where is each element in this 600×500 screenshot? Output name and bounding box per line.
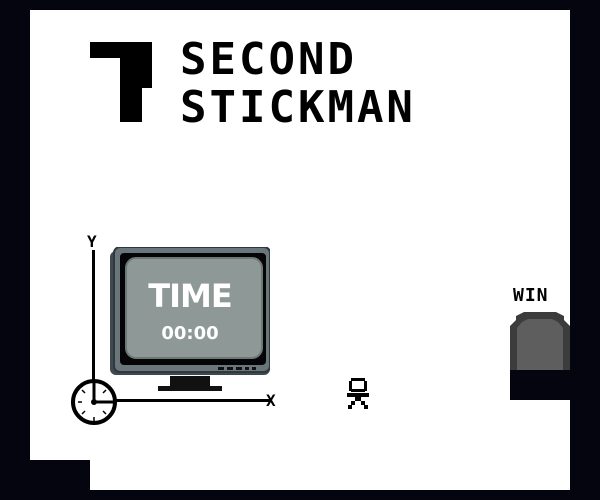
stickman-player xyxy=(347,378,369,409)
title-seven-glyph xyxy=(90,42,152,122)
win-door xyxy=(510,312,570,370)
win-platform xyxy=(510,370,570,400)
win-label: WIN xyxy=(513,285,549,306)
floor-block-left xyxy=(30,460,90,490)
tv-stand-base xyxy=(158,386,222,391)
tv-timer: TIME 00:00 xyxy=(110,247,270,377)
title-line-2: STICKMAN xyxy=(180,82,416,133)
tv-title: TIME xyxy=(148,277,232,315)
x-axis xyxy=(92,399,270,402)
timer-display: 00:00 xyxy=(161,323,219,344)
y-axis xyxy=(92,250,95,402)
tv-icon xyxy=(110,247,270,375)
x-axis-label: X xyxy=(266,391,276,410)
game-title: SECOND STICKMAN xyxy=(180,34,416,133)
clock-icon xyxy=(71,379,117,425)
y-axis-label: Y xyxy=(87,232,97,251)
tv-stand xyxy=(170,376,210,386)
title-line-1: SECOND xyxy=(180,34,357,85)
